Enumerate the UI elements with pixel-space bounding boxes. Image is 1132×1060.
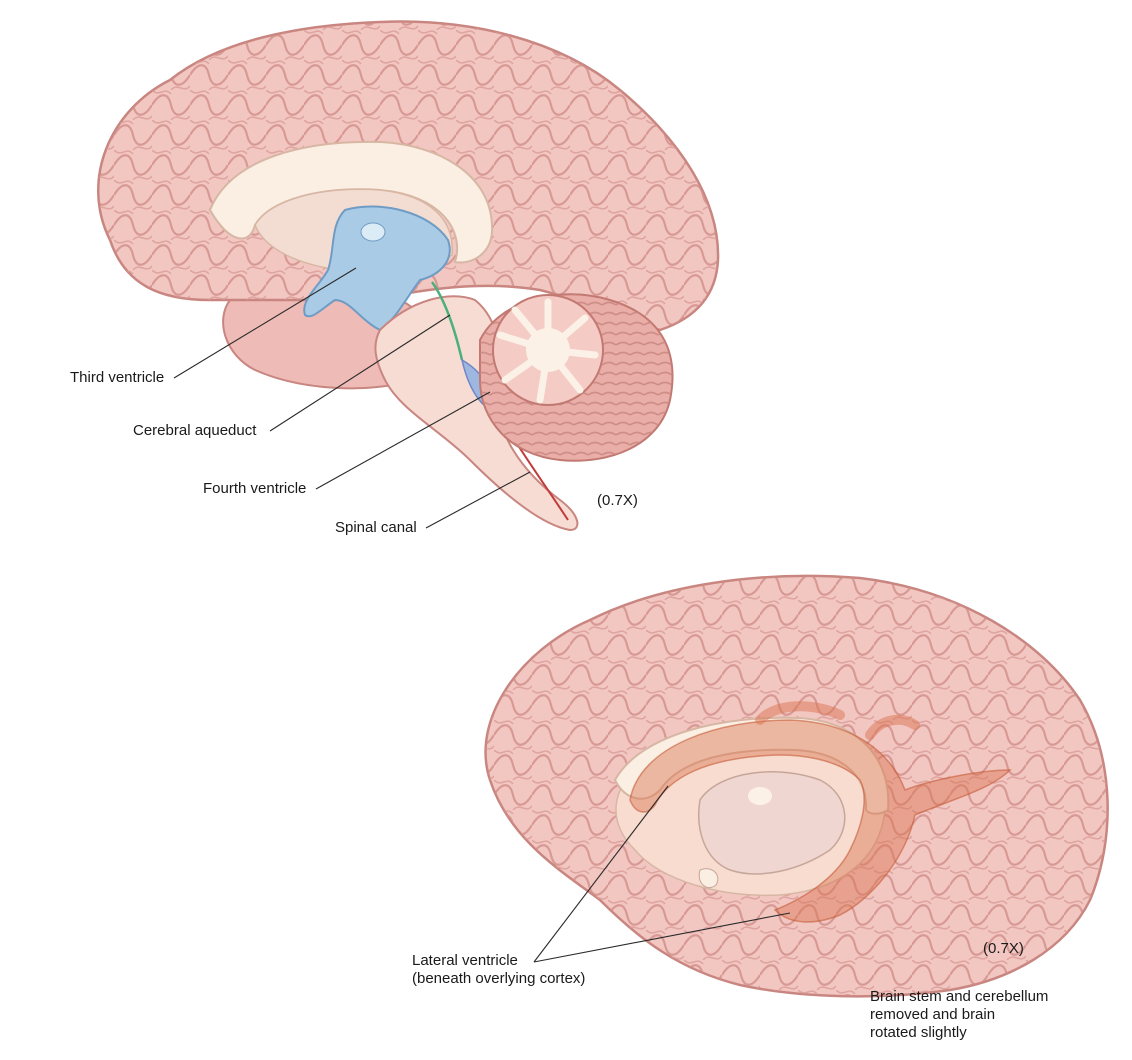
magnification-bottom: (0.7X) (983, 940, 1024, 957)
third-ventricle (303, 205, 451, 332)
cerebral-aqueduct (430, 281, 464, 361)
midsagittal-brain (96, 20, 720, 532)
label-third-ventricle: Third ventricle (70, 369, 165, 386)
leader-third-ventricle (173, 267, 357, 379)
label-spinal-canal: Spinal canal (335, 519, 417, 536)
leader-lateral-ventricle-2 (533, 912, 791, 963)
leader-lateral-ventricle-1 (533, 785, 669, 963)
leader-fourth-ventricle (315, 391, 491, 490)
rotation-note-line2: removed and brain (870, 1006, 996, 1023)
bottom-leader-lines (533, 785, 791, 963)
leader-cerebral-aqueduct (269, 314, 451, 432)
leader-spinal-canal (425, 471, 531, 529)
label-cerebral-aqueduct: Cerebral aqueduct (133, 422, 257, 439)
top-leader-lines (173, 267, 531, 529)
label-lateral-ventricle-line1: Lateral ventricle (412, 952, 518, 969)
lateral-ventricle (629, 719, 1012, 923)
label-lateral-ventricle-line2: (beneath overlying cortex) (412, 970, 586, 987)
rotation-note: Brain stem and cerebellum removed and br… (870, 988, 1048, 1042)
magnification-top: (0.7X) (597, 492, 638, 509)
label-lateral-ventricle: Lateral ventricle (beneath overlying cor… (412, 952, 585, 988)
brainstem (374, 295, 579, 532)
rotation-note-line1: Brain stem and cerebellum (870, 988, 1049, 1005)
rotation-note-line3: rotated slightly (870, 1024, 967, 1041)
label-fourth-ventricle: Fourth ventricle (203, 480, 307, 497)
rotated-brain (484, 574, 1109, 998)
